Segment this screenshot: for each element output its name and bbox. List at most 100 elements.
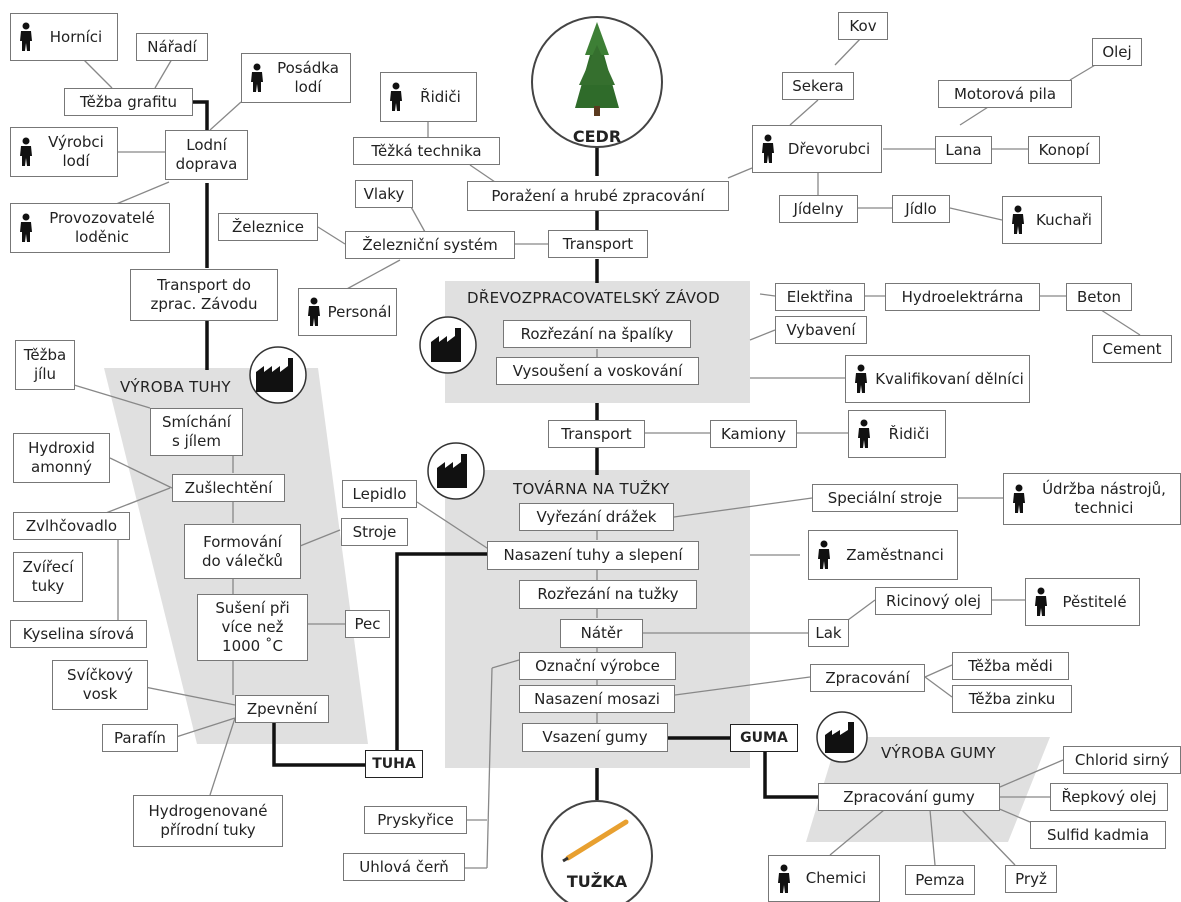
node-ridici-top: Řidiči (380, 72, 477, 122)
node-tuha: TUHA (365, 750, 423, 778)
node-stroje: Stroje (341, 518, 408, 546)
worker-silhouette-icon (1012, 205, 1024, 234)
node-pemza: Pemza (905, 865, 975, 895)
node-pryskyrice: Pryskyřice (364, 806, 467, 834)
node-kuchari: Kuchaři (1002, 196, 1102, 244)
node-kamiony: Kamiony (710, 420, 797, 448)
worker-silhouette-icon (762, 134, 774, 163)
pencil-label: TUŽKA (566, 872, 628, 891)
node-hydroxid: Hydroxid amonný (13, 433, 110, 483)
node-formovani: Formování do válečků (184, 524, 301, 579)
node-zuslechteni: Zušlechtění (172, 474, 285, 502)
node-zpevneni: Zpevnění (235, 695, 329, 723)
node-transport-top: Transport (548, 230, 648, 258)
cedar-tree-icon (575, 22, 619, 116)
node-vyrezani: Vyřezání drážek (519, 503, 674, 531)
node-kvalifikovani: Kvalifikovaní dělníci (845, 355, 1030, 403)
node-vsazeni-gumy: Vsazení gumy (522, 723, 668, 752)
node-jidlo: Jídlo (892, 195, 950, 223)
node-svickovy-vosk: Svíčkový vosk (52, 660, 148, 710)
worker-silhouette-icon (251, 63, 263, 92)
node-zpracovani: Zpracování (810, 664, 925, 692)
node-zvireci-tuky: Zvířecí tuky (13, 552, 83, 602)
worker-silhouette-icon (818, 540, 830, 569)
node-nasazeni-mosazi: Nasazení mosazi (519, 685, 675, 713)
node-elektrina: Elektřina (775, 283, 865, 311)
node-repkovy: Řepkový olej (1050, 783, 1168, 811)
node-transport-mid: Transport (548, 420, 645, 448)
node-jidelny: Jídelny (779, 195, 858, 223)
node-lepidlo: Lepidlo (342, 480, 417, 508)
worker-silhouette-icon (20, 22, 32, 51)
node-drevorubci: Dřevorubci (752, 125, 882, 173)
worker-silhouette-icon (858, 419, 870, 448)
node-tezka-technika: Těžká technika (353, 137, 500, 165)
node-tezba-zinku: Těžba zinku (952, 685, 1072, 713)
node-zeleznice: Železnice (218, 213, 318, 241)
node-zpracovani-gumy: Zpracování gumy (818, 783, 1000, 811)
zone-title-rubber: VÝROBA GUMY (881, 744, 996, 762)
worker-silhouette-icon (20, 137, 32, 166)
node-parafin: Parafín (102, 724, 178, 752)
node-provozovatele: Provozovatelé loděnic (10, 203, 170, 253)
node-sulfid: Sulfid kadmia (1030, 821, 1166, 849)
worker-silhouette-icon (855, 364, 867, 393)
node-posadka: Posádka lodí (241, 53, 351, 103)
node-ricinovy: Ricinový olej (875, 587, 992, 615)
node-chlorid: Chlorid sirný (1063, 746, 1181, 774)
node-pec: Pec (345, 610, 390, 638)
factory-icon (427, 442, 485, 500)
factory-icon (249, 346, 307, 404)
node-kov: Kov (838, 12, 888, 40)
node-naradi: Nářadí (136, 33, 208, 61)
node-hydrogenovane: Hydrogenované přírodní tuky (133, 795, 283, 847)
pencil-icon (562, 819, 629, 863)
worker-silhouette-icon (778, 864, 790, 893)
node-oznaceni: Označní výrobce (519, 652, 676, 680)
node-rozrezani-tuzky: Rozřezání na tužky (519, 580, 697, 609)
node-olej: Olej (1092, 38, 1142, 66)
node-pestitele: Pěstitelé (1025, 578, 1140, 626)
node-beton: Beton (1066, 283, 1132, 311)
node-transport-do: Transport do zprac. Závodu (130, 269, 278, 321)
worker-silhouette-icon (1013, 484, 1025, 513)
node-nasazeni-tuhy: Nasazení tuhy a slepení (487, 541, 699, 570)
node-rozrezani-spaliky: Rozřezání na špalíky (503, 320, 691, 348)
node-personal: Personál (298, 288, 397, 336)
node-zvlhcovadlo: Zvlhčovadlo (13, 512, 130, 540)
node-udrzba: Údržba nástrojů, technici (1003, 473, 1181, 525)
node-nater: Nátěr (560, 619, 643, 648)
node-lak: Lak (808, 619, 849, 647)
node-guma: GUMA (730, 724, 798, 752)
node-konopi: Konopí (1028, 136, 1100, 164)
node-suseni: Sušení při více než 1000 ˚C (197, 594, 308, 661)
worker-silhouette-icon (308, 297, 320, 326)
zone-title-sawmill: DŘEVOZPRACOVATELSKÝ ZÁVOD (467, 289, 720, 307)
pencil-circle (541, 800, 653, 902)
node-smichani: Smíchání s jílem (150, 408, 243, 456)
node-chemici: Chemici (768, 855, 880, 902)
node-vyrobci-lodi: Výrobci lodí (10, 127, 118, 177)
node-kyselina: Kyselina sírová (10, 620, 147, 648)
zone-title-pencil-factory: TOVÁRNA NA TUŽKY (513, 480, 670, 498)
node-porazeni: Poražení a hrubé zpracování (467, 181, 729, 211)
node-specialni-stroje: Speciální stroje (812, 484, 958, 512)
node-vybaveni: Vybavení (775, 316, 867, 344)
node-zamestnanci: Zaměstnanci (808, 530, 958, 580)
node-vysouseni: Vysoušení a voskování (496, 357, 699, 385)
node-sekera: Sekera (782, 72, 854, 100)
worker-silhouette-icon (20, 213, 32, 242)
node-hydroelektrarna: Hydroelektrárna (885, 283, 1040, 311)
node-cement: Cement (1092, 335, 1172, 363)
factory-icon (419, 316, 477, 374)
node-motorova-pila: Motorová pila (938, 80, 1072, 108)
worker-silhouette-icon (390, 82, 402, 111)
node-ridici-mid: Řidiči (848, 410, 946, 458)
node-zeleznicni-system: Železniční systém (345, 231, 515, 259)
node-tezba-grafitu: Těžba grafitu (64, 88, 193, 116)
factory-icon (816, 711, 868, 763)
node-uhlova: Uhlová čerň (343, 853, 465, 881)
node-vlaky: Vlaky (355, 180, 413, 208)
zone-title-lead: VÝROBA TUHY (120, 378, 231, 396)
node-lana: Lana (935, 136, 992, 164)
